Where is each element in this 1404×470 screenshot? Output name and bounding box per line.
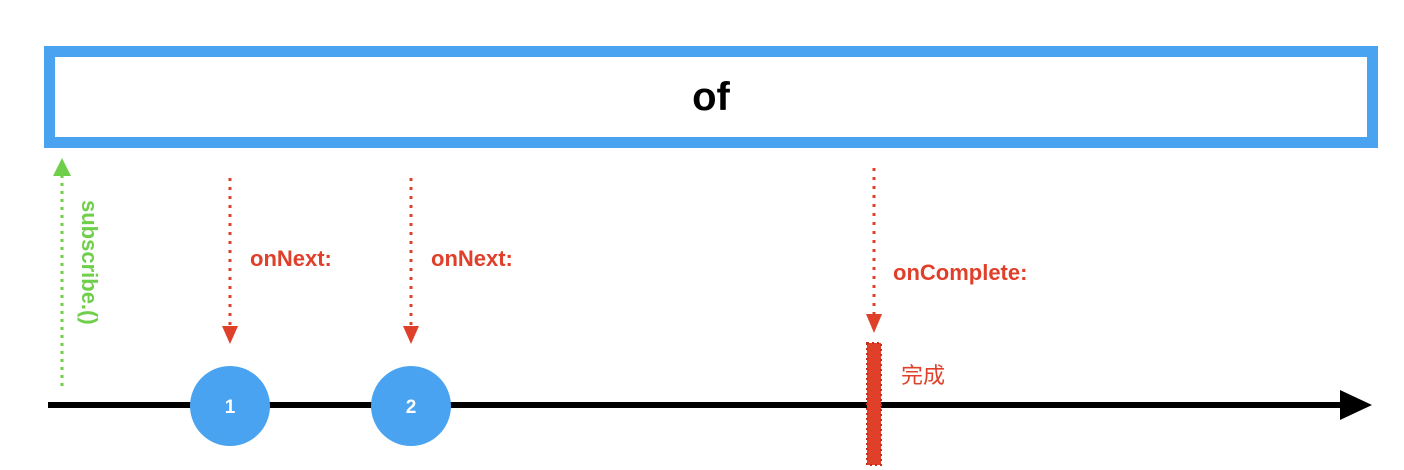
completion-marker — [866, 342, 882, 466]
onnext-label-2: onNext: — [431, 246, 513, 271]
subscribe-arrow — [53, 158, 71, 386]
operator-box: of — [44, 46, 1378, 148]
marble-2: 2 — [371, 366, 451, 446]
marble-1: 1 — [190, 366, 270, 446]
onnext-arrow-2 — [403, 178, 419, 344]
completion-label: 完成 — [901, 364, 945, 389]
marble-2-value: 2 — [406, 397, 417, 418]
oncomplete-label: onComplete: — [893, 260, 1027, 285]
oncomplete-arrow — [866, 168, 882, 333]
operator-name: of — [692, 74, 730, 119]
onnext-label-1: onNext: — [250, 246, 332, 271]
subscribe-label: subscribe.() — [77, 200, 102, 325]
onnext-arrow-1 — [222, 178, 238, 344]
marble-1-value: 1 — [225, 397, 236, 418]
